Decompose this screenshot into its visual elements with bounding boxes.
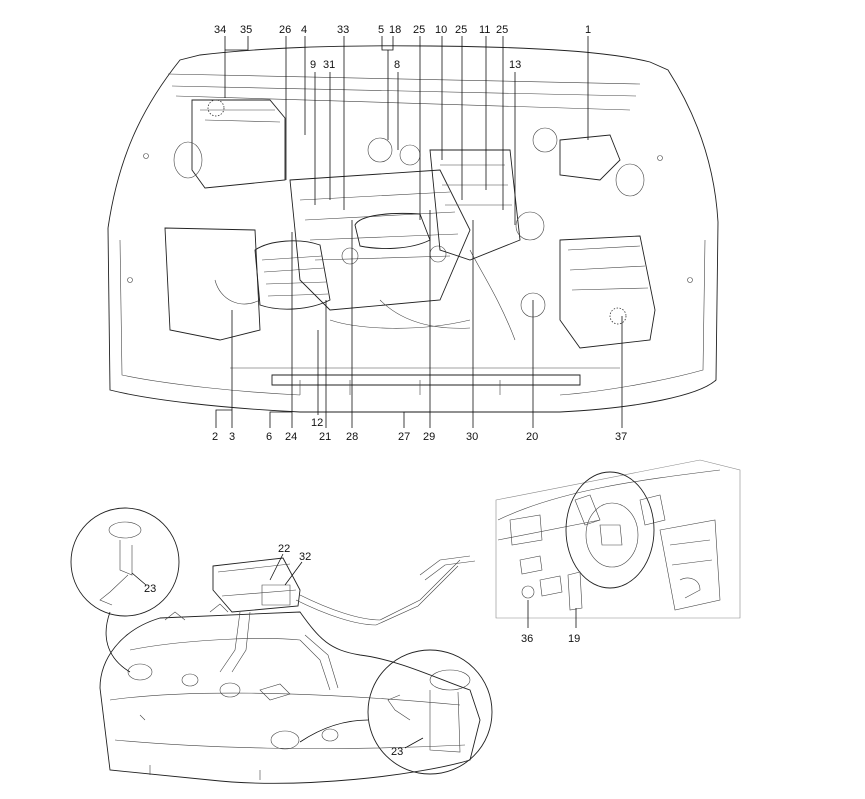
- engine-bay-leader-lines: [215, 36, 623, 428]
- callout-26: 26: [279, 24, 291, 36]
- callout-9: 9: [310, 59, 316, 71]
- dashboard-callouts: 36 19: [521, 633, 580, 645]
- callout-28: 28: [346, 431, 358, 443]
- callout-22: 22: [278, 543, 290, 555]
- callout-37: 37: [615, 431, 627, 443]
- callout-8: 8: [394, 59, 400, 71]
- callout-5: 5: [378, 24, 384, 36]
- fuel-tank-illustration: [70, 507, 493, 784]
- callout-23-left: 23: [144, 583, 156, 595]
- callout-18: 18: [389, 24, 401, 36]
- callout-35: 35: [240, 24, 252, 36]
- callout-36: 36: [521, 633, 533, 645]
- callout-13: 13: [509, 59, 521, 71]
- dashboard-illustration: [495, 459, 741, 619]
- engine-bay-illustration: [107, 45, 719, 413]
- fuel-tank-callouts: 22 32 23 23: [144, 543, 403, 758]
- callout-25-c: 25: [496, 24, 508, 36]
- callout-25-b: 25: [455, 24, 467, 36]
- callout-12: 12: [311, 417, 323, 429]
- callout-3: 3: [229, 431, 235, 443]
- callout-1: 1: [585, 24, 591, 36]
- callout-24: 24: [285, 431, 297, 443]
- callout-6: 6: [266, 431, 272, 443]
- callout-4: 4: [301, 24, 307, 36]
- callout-21: 21: [319, 431, 331, 443]
- callout-10: 10: [435, 24, 447, 36]
- fuel-tank-leader-lines: [131, 553, 424, 749]
- callout-27: 27: [398, 431, 410, 443]
- callout-30: 30: [466, 431, 478, 443]
- callout-23-right: 23: [391, 746, 403, 758]
- callout-11: 11: [479, 24, 490, 36]
- callout-34: 34: [214, 24, 226, 36]
- engine-bay-callouts: 34 35 26 4 33 5 18 25 10 25 11 25 1 9 31…: [212, 24, 627, 443]
- callout-32: 32: [299, 551, 311, 563]
- callout-29: 29: [423, 431, 435, 443]
- callout-33: 33: [337, 24, 349, 36]
- callout-19: 19: [568, 633, 580, 645]
- callout-31: 31: [323, 59, 335, 71]
- callout-25-a: 25: [413, 24, 425, 36]
- callout-20: 20: [526, 431, 538, 443]
- callout-2: 2: [212, 431, 218, 443]
- dashboard-leader-lines: [527, 600, 577, 628]
